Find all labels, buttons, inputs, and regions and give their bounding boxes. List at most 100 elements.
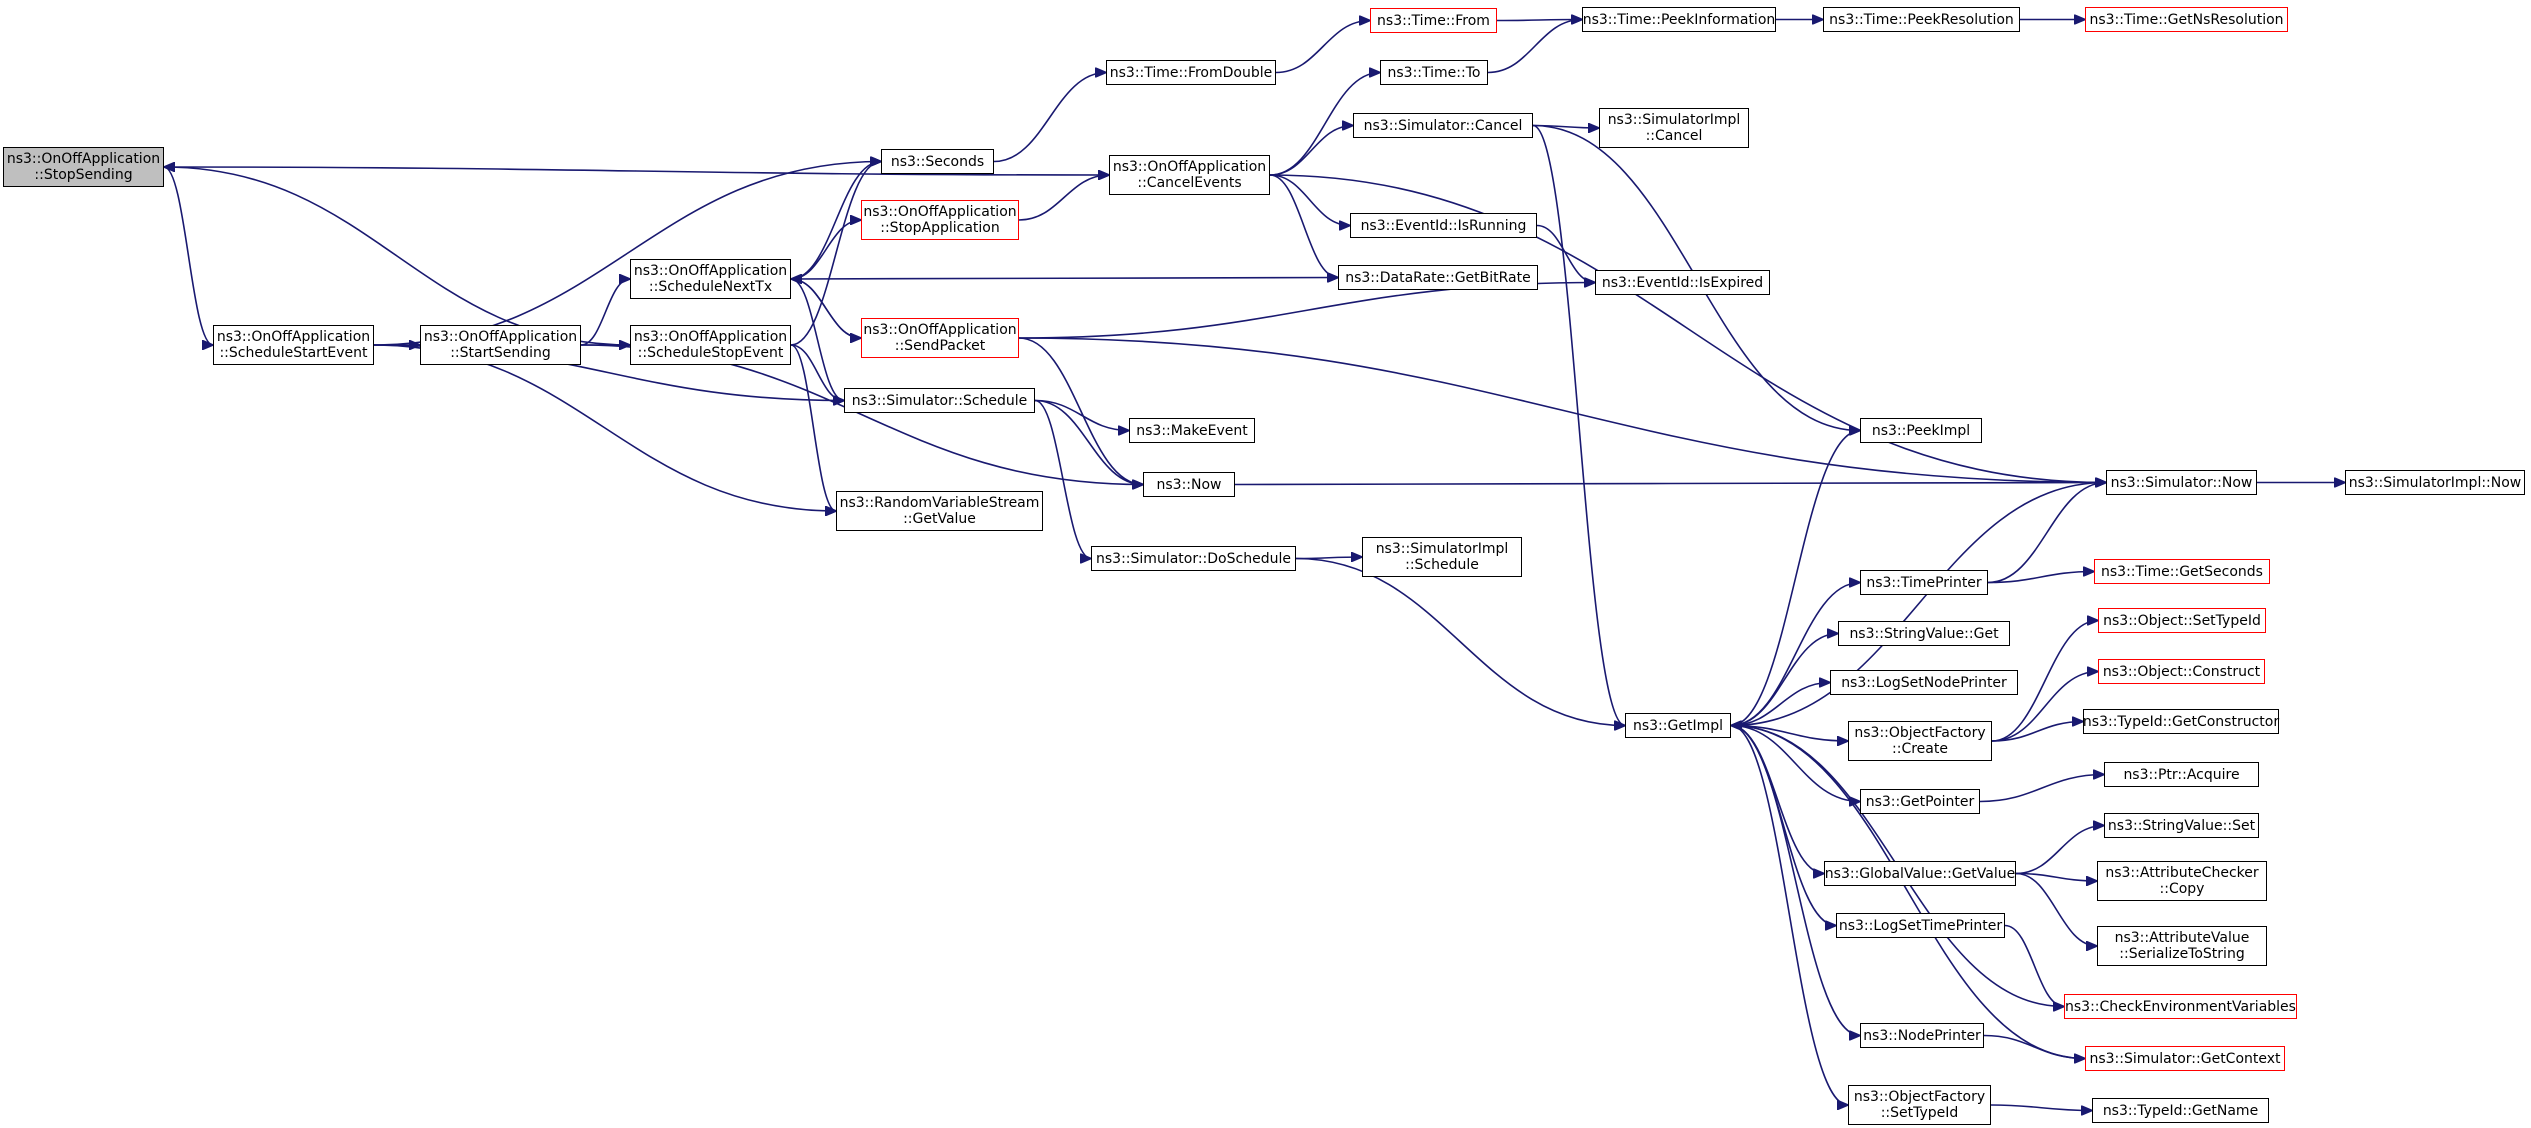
node-label-line: ns3::OnOffApplication	[633, 263, 788, 279]
node-label-line: ns3::Simulator::Now	[2110, 474, 2253, 491]
node-time-printer[interactable]: ns3::TimePrinter	[1860, 570, 1988, 595]
edge-cancel-events-to-data-rate-get-bit-rate	[1269, 174, 1338, 278]
node-log-set-node-printer[interactable]: ns3::LogSetNodePrinter	[1830, 670, 2018, 695]
node-object-set-type-id[interactable]: ns3::Object::SetTypeId	[2098, 608, 2266, 633]
node-label-line: ns3::Time::GetNsResolution	[2089, 11, 2284, 28]
edge-time-from-double-to-time-from	[1275, 21, 1370, 74]
edge-event-is-running-to-event-is-expired	[1536, 224, 1595, 283]
node-label-line: ns3::Simulator::GetContext	[2089, 1050, 2281, 1067]
node-label-line: ns3::Time::From	[1377, 12, 1490, 29]
node-label-line: ::Copy	[2159, 881, 2205, 897]
edge-time-printer-to-time-get-seconds	[1987, 572, 2094, 584]
node-label-line: ns3::Time::PeekResolution	[1829, 11, 2014, 28]
node-time-get-seconds[interactable]: ns3::Time::GetSeconds	[2094, 559, 2270, 584]
node-label-line: ns3::OnOffApplication	[6, 151, 161, 167]
node-type-id-get-name[interactable]: ns3::TypeId::GetName	[2092, 1098, 2269, 1123]
node-log-set-time-printer[interactable]: ns3::LogSetTimePrinter	[1836, 913, 2005, 938]
node-cancel-events[interactable]: ns3::OnOffApplication::CancelEvents	[1109, 155, 1270, 195]
node-ptr-acquire[interactable]: ns3::Ptr::Acquire	[2104, 762, 2259, 787]
node-sim-impl-cancel[interactable]: ns3::SimulatorImpl::Cancel	[1599, 108, 1749, 148]
edge-time-to-to-peek-information	[1487, 20, 1582, 74]
node-peek-impl[interactable]: ns3::PeekImpl	[1860, 418, 1982, 443]
node-attr-checker-copy[interactable]: ns3::AttributeChecker::Copy	[2097, 861, 2267, 901]
edge-global-value-get-value-to-attr-checker-copy	[2015, 872, 2097, 882]
node-label-line: ns3::OnOffApplication	[216, 329, 371, 345]
node-schedule-next-tx[interactable]: ns3::OnOffApplication::ScheduleNextTx	[630, 259, 791, 299]
edge-send-packet-to-sim-now	[1018, 337, 2106, 483]
node-node-printer[interactable]: ns3::NodePrinter	[1860, 1023, 1984, 1048]
node-send-packet[interactable]: ns3::OnOffApplication::SendPacket	[861, 318, 1019, 358]
node-label-line: ::ScheduleStopEvent	[637, 345, 784, 361]
edge-get-pointer-to-ptr-acquire	[1979, 775, 2104, 803]
edge-schedule-stop-event-to-stop-sending	[164, 167, 631, 346]
node-string-value-set[interactable]: ns3::StringValue::Set	[2104, 813, 2259, 838]
edge-sim-schedule-to-do-schedule	[1034, 399, 1091, 559]
node-time-from-double[interactable]: ns3::Time::FromDouble	[1106, 60, 1276, 85]
edge-get-impl-to-log-set-node-printer	[1730, 683, 1830, 727]
node-make-event[interactable]: ns3::MakeEvent	[1129, 418, 1255, 443]
node-object-construct[interactable]: ns3::Object::Construct	[2098, 659, 2265, 684]
node-data-rate-get-bit-rate[interactable]: ns3::DataRate::GetBitRate	[1338, 265, 1538, 290]
node-start-sending[interactable]: ns3::OnOffApplication::StartSending	[420, 325, 581, 365]
node-get-pointer[interactable]: ns3::GetPointer	[1860, 789, 1980, 814]
node-schedule-start-event[interactable]: ns3::OnOffApplication::ScheduleStartEven…	[213, 325, 374, 365]
node-sim-impl-now[interactable]: ns3::SimulatorImpl::Now	[2345, 470, 2525, 495]
node-type-id-get-constructor[interactable]: ns3::TypeId::GetConstructor	[2083, 709, 2279, 734]
node-get-impl[interactable]: ns3::GetImpl	[1625, 713, 1731, 738]
node-attr-value-serialize[interactable]: ns3::AttributeValue::SerializeToString	[2097, 926, 2267, 966]
node-label-line: ns3::DataRate::GetBitRate	[1345, 269, 1531, 286]
node-label-line: ns3::SimulatorImpl	[1375, 541, 1509, 557]
node-sim-schedule[interactable]: ns3::Simulator::Schedule	[844, 388, 1035, 413]
node-label-line: ns3::GetPointer	[1865, 793, 1975, 810]
edge-sim-cancel-to-get-impl	[1532, 124, 1625, 726]
node-label-line: ::GetValue	[903, 511, 976, 527]
edge-schedule-stop-event-to-rvs-get-value	[790, 344, 836, 511]
node-event-is-running[interactable]: ns3::EventId::IsRunning	[1350, 213, 1537, 238]
node-schedule-stop-event[interactable]: ns3::OnOffApplication::ScheduleStopEvent	[630, 325, 791, 365]
node-label-line: ns3::SimulatorImpl	[1607, 112, 1741, 128]
node-label-line: ns3::LogSetTimePrinter	[1838, 917, 2003, 934]
node-peek-information[interactable]: ns3::Time::PeekInformation	[1582, 7, 1776, 32]
node-stop-application[interactable]: ns3::OnOffApplication::StopApplication	[861, 200, 1019, 240]
node-do-schedule[interactable]: ns3::Simulator::DoSchedule	[1091, 546, 1296, 571]
edge-stop-sending-to-schedule-start-event	[163, 166, 213, 345]
node-label-line: ns3::ObjectFactory	[1854, 725, 1986, 741]
node-now[interactable]: ns3::Now	[1143, 472, 1235, 497]
node-event-is-expired[interactable]: ns3::EventId::IsExpired	[1595, 270, 1770, 295]
edge-schedule-stop-event-to-seconds	[790, 162, 881, 346]
edge-cancel-events-to-sim-now	[1269, 174, 2106, 483]
node-sim-impl-schedule[interactable]: ns3::SimulatorImpl::Schedule	[1362, 537, 1522, 577]
node-sim-now[interactable]: ns3::Simulator::Now	[2106, 470, 2257, 495]
node-string-value-get[interactable]: ns3::StringValue::Get	[1838, 621, 2010, 646]
node-seconds[interactable]: ns3::Seconds	[881, 149, 994, 174]
node-peek-resolution[interactable]: ns3::Time::PeekResolution	[1823, 7, 2020, 32]
node-check-env-vars[interactable]: ns3::CheckEnvironmentVariables	[2064, 994, 2297, 1019]
node-time-from[interactable]: ns3::Time::From	[1370, 8, 1497, 33]
node-label-line: ns3::Simulator::DoSchedule	[1096, 550, 1291, 567]
edge-get-impl-to-object-factory-set-type-id	[1730, 724, 1848, 1106]
node-sim-cancel[interactable]: ns3::Simulator::Cancel	[1353, 113, 1533, 138]
edge-object-factory-set-type-id-to-type-id-get-name	[1990, 1104, 2092, 1111]
node-global-value-get-value[interactable]: ns3::GlobalValue::GetValue	[1824, 861, 2016, 886]
node-sim-get-context[interactable]: ns3::Simulator::GetContext	[2085, 1046, 2285, 1071]
node-object-factory-set-type-id[interactable]: ns3::ObjectFactory::SetTypeId	[1848, 1085, 1991, 1125]
node-label-line: ns3::ObjectFactory	[1853, 1089, 1986, 1105]
edge-time-printer-to-sim-now	[1987, 483, 2106, 584]
node-label-line: ns3::MakeEvent	[1136, 422, 1248, 439]
node-get-ns-resolution[interactable]: ns3::Time::GetNsResolution	[2085, 7, 2288, 32]
edge-send-packet-to-now	[1018, 337, 1143, 485]
node-time-to[interactable]: ns3::Time::To	[1380, 60, 1488, 85]
node-label-line: ::SendPacket	[894, 338, 986, 354]
edge-schedule-stop-event-to-sim-schedule	[790, 344, 844, 401]
node-label-line: ns3::Time::FromDouble	[1109, 64, 1273, 81]
node-object-factory-create[interactable]: ns3::ObjectFactory::Create	[1848, 721, 1992, 761]
node-label-line: ::StopSending	[34, 167, 133, 183]
edge-send-packet-to-schedule-next-tx	[791, 279, 862, 339]
node-label-line: ns3::TypeId::GetName	[2102, 1102, 2259, 1119]
node-label-line: ::CancelEvents	[1137, 175, 1242, 191]
edge-get-impl-to-get-pointer	[1730, 724, 1860, 802]
node-rvs-get-value[interactable]: ns3::RandomVariableStream::GetValue	[836, 491, 1043, 531]
node-label-line: ns3::Object::Construct	[2102, 663, 2261, 680]
node-label-line: ns3::Object::SetTypeId	[2103, 612, 2261, 629]
edge-do-schedule-to-get-impl	[1295, 557, 1625, 726]
